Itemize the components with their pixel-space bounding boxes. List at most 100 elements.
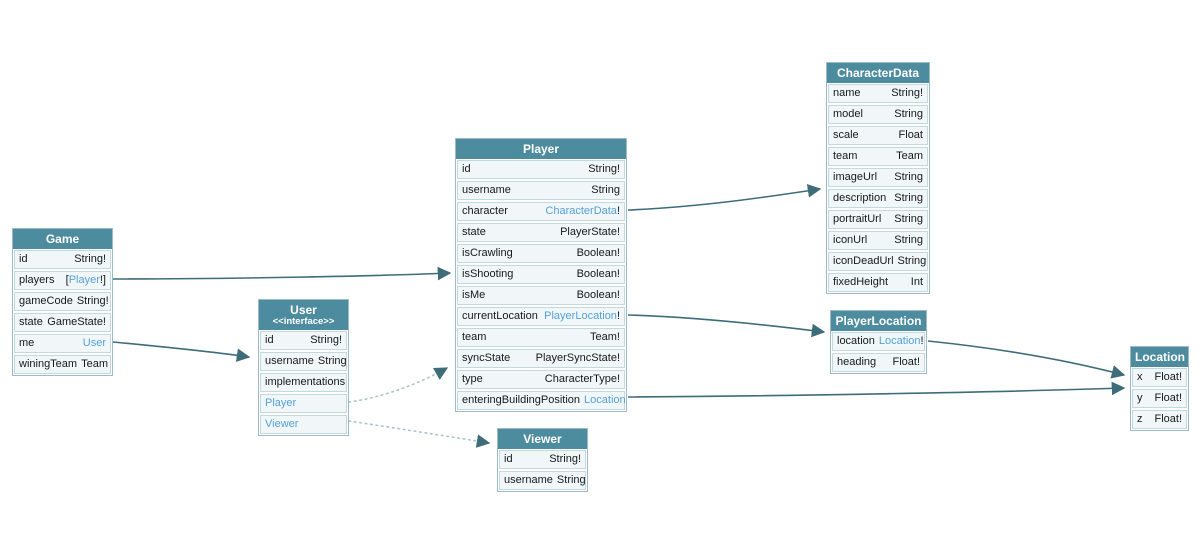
field-row[interactable]: z Float! [1132, 410, 1187, 429]
field-name: id [19, 253, 28, 265]
field-name: me [19, 337, 35, 349]
type-wrapper-suffix: ! [616, 205, 620, 217]
implementations-label-row: implementations [260, 373, 347, 392]
type-title-playerlocation[interactable]: PlayerLocation [831, 311, 926, 331]
field-name: syncState [462, 352, 511, 364]
type-text: String [556, 474, 586, 486]
field-type: Location [584, 394, 626, 407]
field-name: fixedHeight [833, 276, 889, 288]
field-name: z [1137, 413, 1143, 425]
type-link[interactable]: Location [878, 335, 921, 347]
type-wrapper-suffix: ! [920, 335, 924, 347]
field-type: Float! [892, 356, 920, 369]
type-wrapper-suffix: !] [99, 274, 106, 286]
type-text: CharacterType! [544, 373, 620, 385]
field-row[interactable]: syncState PlayerSyncState! [457, 349, 625, 368]
field-row[interactable]: me User [14, 334, 111, 353]
field-row[interactable]: portraitUrl String [828, 210, 928, 229]
type-text: Float! [1154, 413, 1182, 425]
field-type: String [894, 192, 923, 205]
edge-user-viewer-to-viewer [348, 420, 491, 448]
field-type: User [83, 337, 106, 350]
field-type: Float! [1154, 371, 1182, 384]
type-text: PlayerSyncState! [535, 352, 620, 364]
type-title-location[interactable]: Location [1131, 347, 1188, 367]
field-name: state [19, 316, 43, 328]
implementation-type-link[interactable]: Viewer [265, 418, 299, 430]
implementations-label: implementations [265, 376, 346, 388]
field-type: String [894, 108, 923, 121]
field-type: Team [896, 150, 923, 163]
type-title-characterdata[interactable]: CharacterData [827, 63, 929, 83]
field-type: String [557, 474, 586, 487]
field-type: String! [549, 453, 581, 466]
field-name: winingTeam [19, 358, 78, 370]
field-type: CharacterType! [545, 373, 620, 386]
type-title-player[interactable]: Player [456, 139, 626, 159]
type-text: Team! [590, 331, 620, 343]
field-type: String! [891, 87, 923, 100]
implementation-link-row[interactable]: Player [260, 394, 347, 413]
field-type: Boolean! [577, 268, 620, 281]
field-name: location [837, 335, 875, 347]
implementation-link-row[interactable]: Viewer [260, 415, 347, 434]
type-text: String! [310, 334, 342, 346]
field-type: String [894, 171, 923, 184]
type-link[interactable]: Player [68, 274, 100, 286]
type-text: String! [891, 87, 923, 99]
field-name: name [833, 87, 861, 99]
type-link[interactable]: Location [584, 394, 626, 406]
field-name: portraitUrl [833, 213, 882, 225]
type-title-game[interactable]: Game [13, 229, 112, 249]
type-title-user[interactable]: User<<interface>> [259, 300, 348, 330]
field-row[interactable]: players[Player!] [14, 271, 111, 290]
type-link[interactable]: CharacterData [545, 205, 617, 217]
type-title-text: Location [1135, 350, 1185, 364]
field-row[interactable]: name String! [828, 84, 928, 103]
type-link[interactable]: User [82, 337, 106, 349]
field-name: iconUrl [833, 234, 868, 246]
type-title-viewer[interactable]: Viewer [498, 429, 587, 449]
implementation-type-link[interactable]: Player [265, 397, 297, 409]
field-type: String [894, 213, 923, 226]
type-link[interactable]: PlayerLocation [544, 310, 617, 322]
field-name: description [833, 192, 887, 204]
field-type: Team! [590, 331, 620, 344]
type-text: Float! [1154, 392, 1182, 404]
field-row[interactable]: description String [828, 189, 928, 208]
